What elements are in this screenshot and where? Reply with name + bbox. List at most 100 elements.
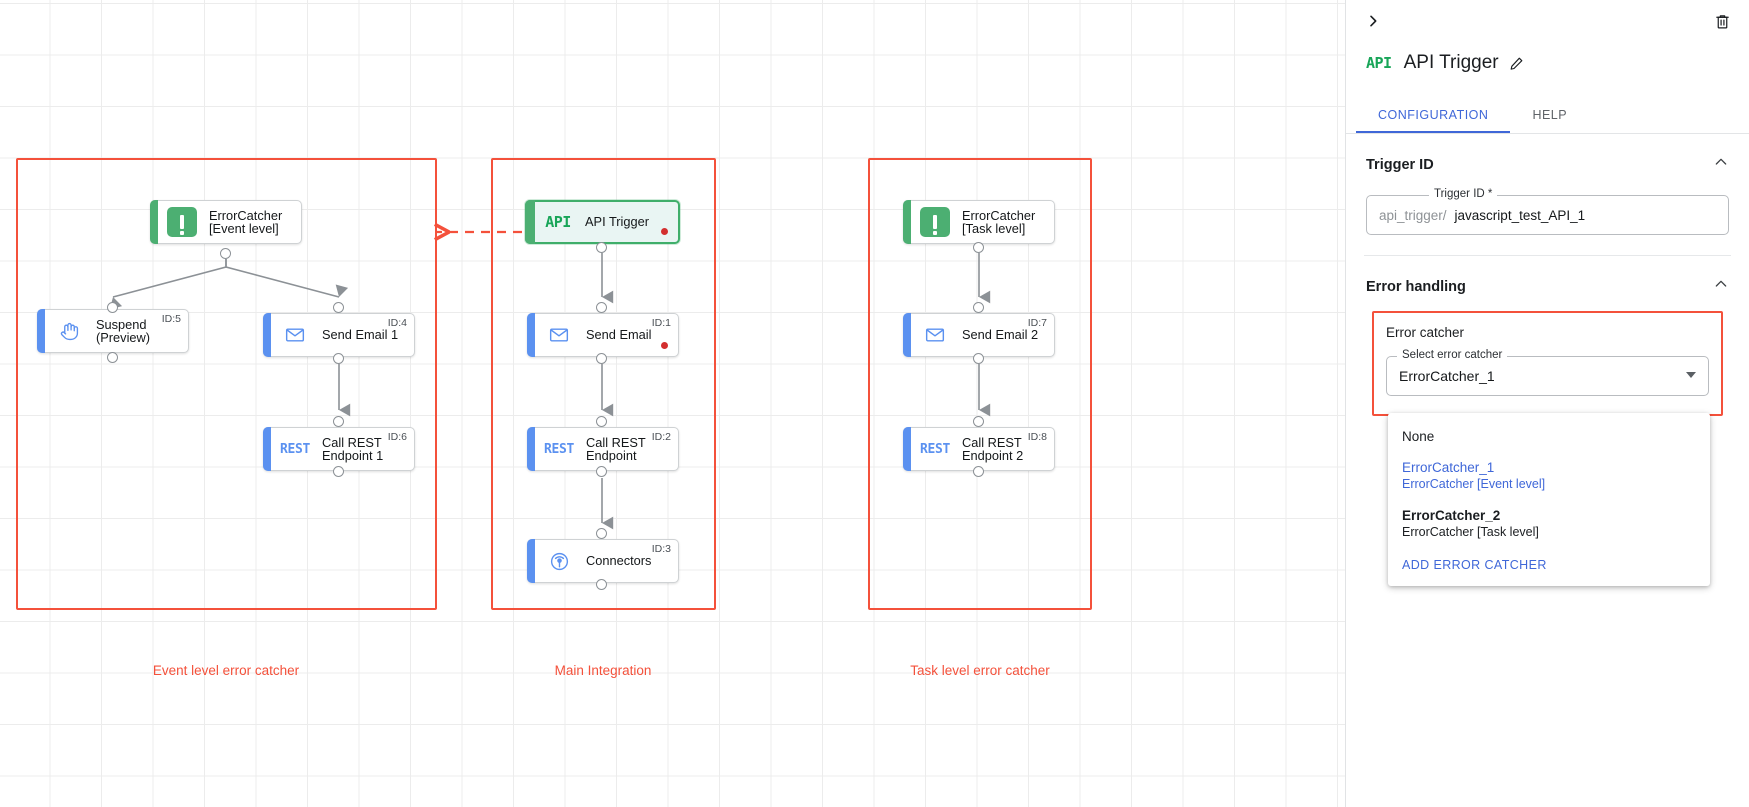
node-port-in[interactable] <box>333 302 344 313</box>
node-label: Send Email 2 <box>962 327 1039 343</box>
node-label: Suspend (Preview) <box>96 316 151 345</box>
node-port-out[interactable] <box>973 242 984 253</box>
rest-icon: REST <box>279 441 311 457</box>
exclamation-icon <box>920 207 950 237</box>
page-title: API Trigger <box>1403 52 1499 73</box>
node-error-catcher-event-level[interactable]: ErrorCatcher [Event level] <box>150 200 302 244</box>
node-call-rest-endpoint-1[interactable]: REST Call REST Endpoint 1 ID:6 <box>263 427 415 471</box>
node-id-tag: ID:6 <box>387 431 407 443</box>
node-port-in[interactable] <box>333 416 344 427</box>
node-connectors[interactable]: Connectors ID:3 <box>527 539 679 583</box>
node-port-out[interactable] <box>596 353 607 364</box>
node-call-rest-endpoint-2[interactable]: REST Call REST Endpoint 2 ID:8 <box>903 427 1055 471</box>
trigger-id-section-header[interactable]: Trigger ID <box>1364 134 1731 179</box>
node-label: Send Email 1 <box>322 327 399 343</box>
node-send-email-2[interactable]: Send Email 2 ID:7 <box>903 313 1055 357</box>
workflow-canvas[interactable]: Event level error catcher Main Integrati… <box>0 0 1345 807</box>
api-icon: API <box>1366 54 1392 72</box>
hand-icon <box>54 316 84 346</box>
node-port-out[interactable] <box>333 353 344 364</box>
node-accent-bar <box>150 200 158 244</box>
api-icon: API <box>545 213 571 231</box>
mail-icon <box>544 320 574 350</box>
node-port-in[interactable] <box>596 302 607 313</box>
section-title: Trigger ID <box>1366 156 1434 173</box>
node-send-email[interactable]: Send Email ID:1 <box>527 313 679 357</box>
node-accent-bar <box>263 313 271 357</box>
node-call-rest-endpoint[interactable]: REST Call REST Endpoint ID:2 <box>527 427 679 471</box>
node-label: Call REST Endpoint <box>586 434 646 463</box>
node-accent-bar <box>903 313 911 357</box>
rest-icon: REST <box>543 441 575 457</box>
node-accent-bar <box>37 309 45 353</box>
panel-toolbar <box>1346 0 1749 44</box>
panel-title-row: API API Trigger <box>1346 44 1749 82</box>
node-accent-bar <box>527 313 535 357</box>
node-port-out[interactable] <box>107 352 118 363</box>
node-port-out[interactable] <box>973 353 984 364</box>
node-accent-bar <box>525 200 535 244</box>
node-id-tag: ID:2 <box>651 431 671 443</box>
group-box-main-integration[interactable] <box>491 158 716 610</box>
node-send-email-1[interactable]: Send Email 1 ID:4 <box>263 313 415 357</box>
error-catcher-selected-value: ErrorCatcher_1 <box>1399 368 1495 384</box>
trash-icon[interactable] <box>1709 8 1735 34</box>
node-error-catcher-task-level[interactable]: ErrorCatcher [Task level] <box>903 200 1055 244</box>
node-api-trigger[interactable]: API API Trigger <box>525 200 680 244</box>
mail-icon <box>920 320 950 350</box>
dropdown-option-errorcatcher-1[interactable]: ErrorCatcher_1 ErrorCatcher [Event level… <box>1388 452 1710 500</box>
chevron-right-icon[interactable] <box>1360 8 1386 34</box>
dropdown-option-secondary: ErrorCatcher [Task level] <box>1402 525 1539 539</box>
chevron-up-icon[interactable] <box>1713 154 1729 175</box>
trigger-id-prefix: api_trigger/ <box>1379 207 1447 223</box>
node-label: Connectors <box>586 553 652 569</box>
node-port-out[interactable] <box>596 466 607 477</box>
dropdown-option-primary: None <box>1402 429 1435 444</box>
node-port-out[interactable] <box>333 466 344 477</box>
properties-panel: API API Trigger CONFIGURATION HELP Trigg… <box>1345 0 1749 807</box>
trigger-id-input[interactable]: javascript_test_API_1 <box>1454 207 1586 223</box>
dropdown-option-errorcatcher-2[interactable]: ErrorCatcher_2 ErrorCatcher [Task level] <box>1388 500 1710 548</box>
node-port-out[interactable] <box>596 579 607 590</box>
pencil-icon[interactable] <box>1509 56 1524 71</box>
chevron-up-icon[interactable] <box>1713 276 1729 297</box>
section-divider <box>1364 255 1731 256</box>
node-port-in[interactable] <box>107 302 118 313</box>
node-port-out[interactable] <box>973 466 984 477</box>
node-error-indicator <box>661 342 668 349</box>
node-port-in[interactable] <box>596 528 607 539</box>
error-catcher-select[interactable]: Select error catcher ErrorCatcher_1 <box>1386 349 1709 396</box>
node-label: ErrorCatcher [Task level] <box>962 207 1036 236</box>
node-port-out[interactable] <box>220 248 231 259</box>
chevron-down-icon[interactable] <box>1686 372 1696 378</box>
trigger-id-field-label: Trigger ID * <box>1429 188 1498 200</box>
dropdown-option-primary: ErrorCatcher_2 <box>1402 508 1501 523</box>
section-title: Error handling <box>1366 278 1466 295</box>
panel-tabs: CONFIGURATION HELP <box>1346 98 1749 134</box>
node-label: Send Email <box>586 327 652 343</box>
node-port-in[interactable] <box>596 416 607 427</box>
node-suspend[interactable]: Suspend (Preview) ID:5 <box>37 309 189 353</box>
node-port-out[interactable] <box>596 242 607 253</box>
tab-configuration[interactable]: CONFIGURATION <box>1356 98 1511 133</box>
group-label-event-level: Event level error catcher <box>152 663 300 678</box>
node-accent-bar <box>527 427 535 471</box>
group-label-task-level: Task level error catcher <box>910 663 1050 678</box>
node-id-tag: ID:3 <box>651 543 671 555</box>
node-label: API Trigger <box>585 214 650 230</box>
group-box-task-level[interactable] <box>868 158 1092 610</box>
node-accent-bar <box>263 427 271 471</box>
add-error-catcher-button[interactable]: ADD ERROR CATCHER <box>1402 558 1547 572</box>
node-id-tag: ID:1 <box>651 317 671 329</box>
exclamation-icon <box>167 207 197 237</box>
node-port-in[interactable] <box>973 416 984 427</box>
dropdown-option-none[interactable]: None <box>1388 421 1710 452</box>
error-catcher-dropdown[interactable]: None ErrorCatcher_1 ErrorCatcher [Event … <box>1388 413 1710 586</box>
tab-help[interactable]: HELP <box>1532 108 1568 122</box>
error-handling-section-header[interactable]: Error handling <box>1364 256 1731 301</box>
trigger-id-field[interactable]: Trigger ID * api_trigger/ javascript_tes… <box>1366 188 1729 235</box>
node-label: Call REST Endpoint 2 <box>962 434 1024 463</box>
trigger-id-section: Trigger ID Trigger ID * api_trigger/ jav… <box>1346 134 1749 256</box>
node-port-in[interactable] <box>973 302 984 313</box>
group-box-event-level[interactable] <box>16 158 437 610</box>
